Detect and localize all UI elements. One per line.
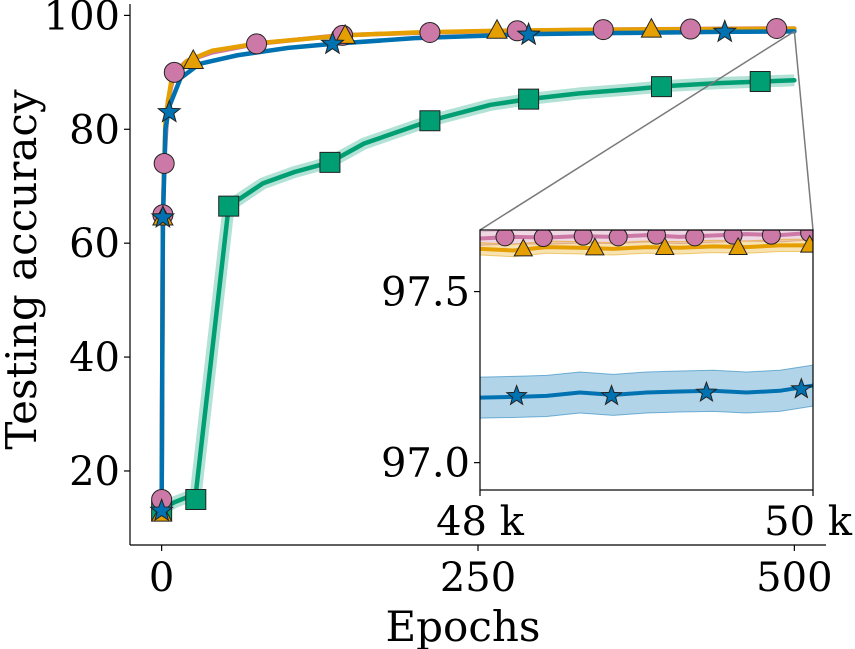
inset-x-tick-label: 50 k	[764, 499, 853, 545]
series-3-marker	[149, 497, 174, 522]
series-3-marker	[320, 30, 345, 55]
series-0-marker	[185, 488, 207, 510]
y-tick-label: 100	[44, 0, 120, 39]
inset-y-tick-label: 97.0	[381, 441, 470, 487]
x-axis-label: Epochs	[386, 602, 541, 649]
series-1-marker	[153, 152, 175, 174]
series-3-marker	[156, 99, 182, 123]
series-3-marker	[712, 18, 738, 43]
inset-y-tick-label: 97.5	[381, 270, 470, 316]
series-2-marker	[182, 48, 205, 69]
series-1-marker	[163, 61, 185, 83]
series-0-marker	[419, 110, 441, 132]
inset-series-0-marker	[685, 230, 705, 247]
series-1-marker	[592, 19, 614, 41]
inset-series-2-marker	[695, 380, 718, 403]
series-0-marker	[650, 76, 672, 98]
inset-series-0-marker	[533, 230, 553, 248]
y-axis-label: Testing accuracy	[0, 89, 46, 450]
series-0-marker	[518, 88, 540, 110]
series-3-marker	[516, 21, 541, 46]
x-tick-label: 0	[149, 555, 174, 601]
inset-series-0-marker	[608, 230, 628, 247]
inset-series-0-marker	[495, 230, 515, 247]
inset-series-2-line	[480, 383, 813, 400]
inset-x-tick-label: 48 k	[436, 499, 525, 545]
series-0-marker	[218, 195, 240, 217]
zoom-line-right	[793, 31, 814, 231]
series-2-marker	[486, 18, 508, 39]
inset-plot: 97.0 97.5 48 k 50 k	[381, 229, 853, 545]
inset-series-2-marker	[505, 384, 528, 406]
series-2-marker	[640, 17, 663, 38]
series-0-marker	[749, 70, 771, 92]
series-1-marker	[246, 33, 268, 55]
x-tick-label: 250	[440, 555, 516, 601]
y-tick-label: 20	[69, 449, 120, 495]
series-1-marker	[419, 21, 441, 43]
inset-series-1-marker	[513, 238, 534, 257]
series-2-marker	[334, 23, 356, 44]
inset-background	[480, 230, 813, 490]
x-tick-label: 500	[756, 555, 832, 601]
inset-series-2-marker	[600, 384, 623, 406]
y-tick-label: 40	[69, 335, 120, 381]
inset-series-0-marker	[646, 230, 666, 245]
series-3-marker	[150, 204, 176, 229]
inset-plot-area	[480, 230, 813, 419]
zoom-line-left	[479, 30, 795, 231]
inset-series-1-marker	[728, 236, 748, 256]
inset-series-0-marker	[761, 230, 781, 245]
series-1-marker	[680, 18, 702, 40]
inset-series-0-marker	[573, 230, 593, 246]
inset-series-1-marker	[585, 237, 605, 256]
inset-series-1-marker	[799, 234, 813, 253]
inset-series-1-line	[480, 243, 813, 253]
series-0-marker	[319, 151, 341, 173]
inset-series-1-marker	[654, 236, 675, 256]
y-tick-label: 60	[69, 221, 120, 267]
inset-frame	[479, 229, 814, 491]
y-tick-label: 80	[69, 107, 120, 153]
zoom-connector-lines	[479, 30, 814, 231]
series-1-marker	[766, 17, 788, 39]
inset-series-2-marker	[790, 377, 813, 399]
